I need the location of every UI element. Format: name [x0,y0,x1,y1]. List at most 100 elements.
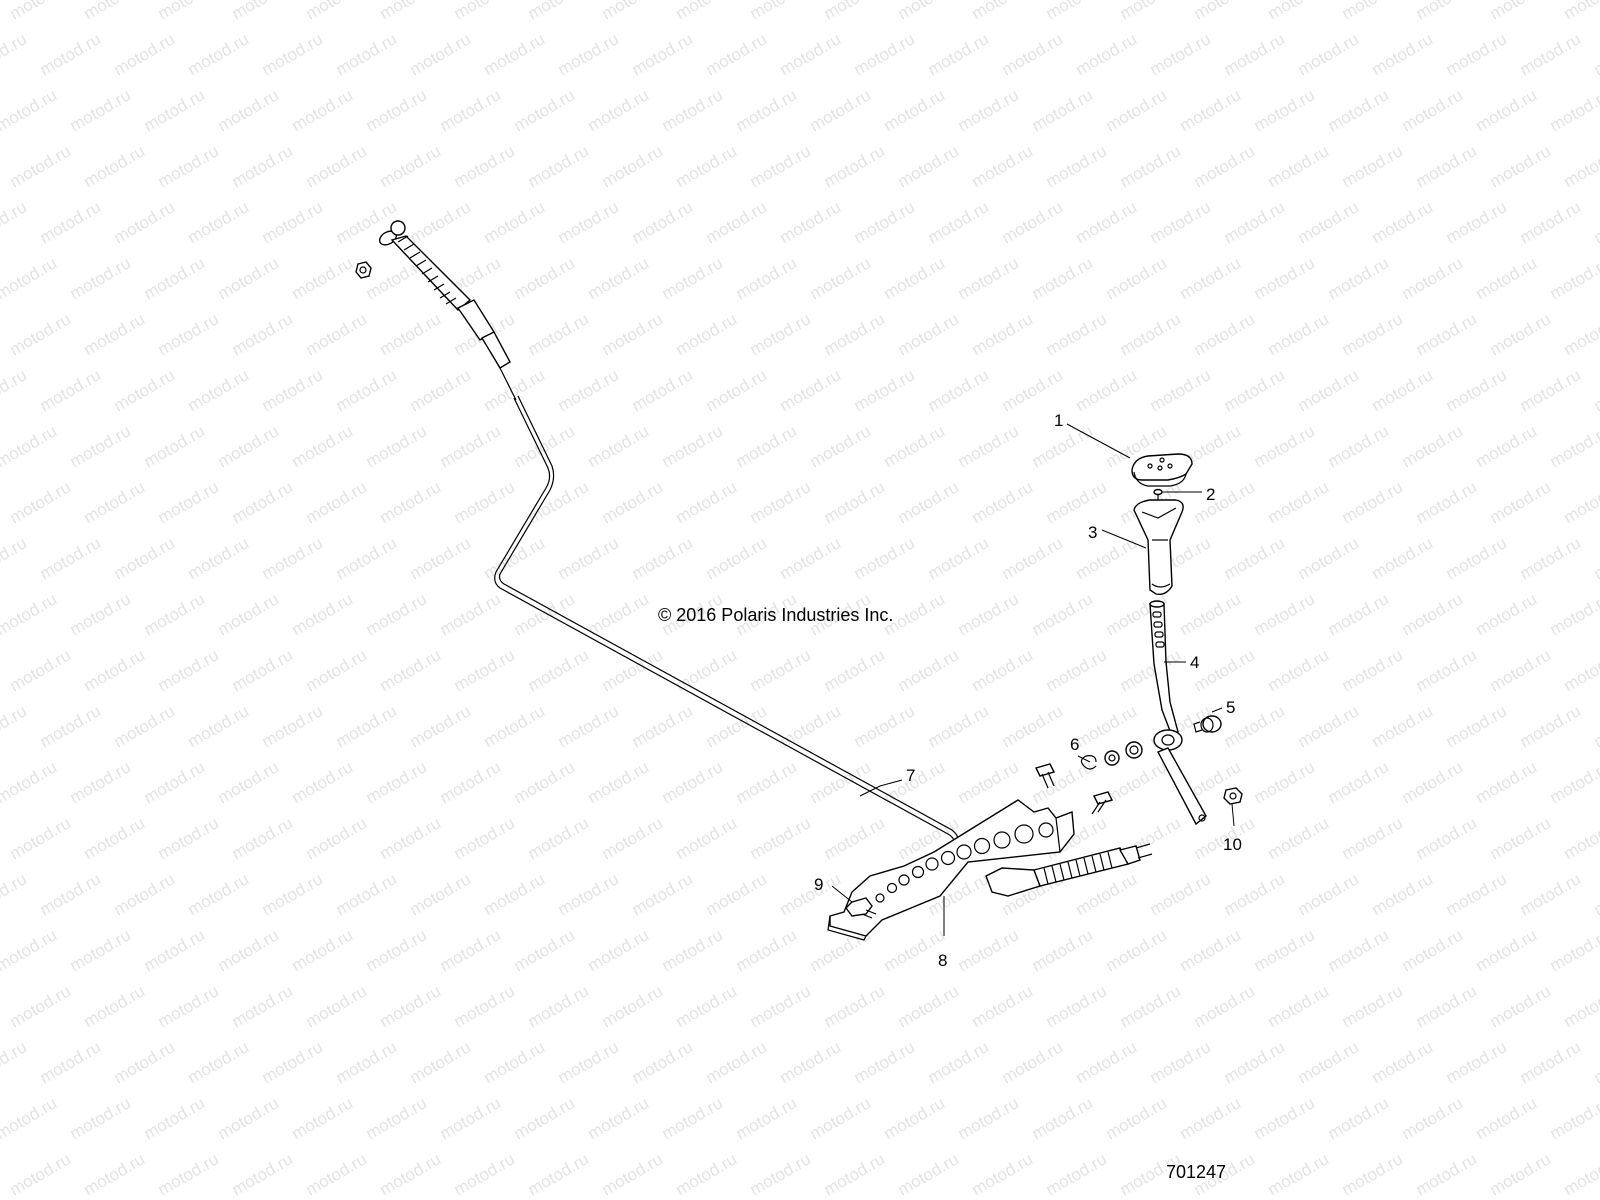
watermark-text: motod.ru [289,253,357,303]
watermark-text: motod.ru [259,29,327,79]
watermark-text: motod.ru [673,1149,741,1199]
watermark-text: motod.ru [289,757,357,807]
watermark-text: motod.ru [821,645,889,695]
upper-cable-tip [499,367,517,401]
watermark-text: motod.ru [1487,477,1555,527]
watermark-text: motod.ru [1487,0,1555,23]
watermark-text: motod.ru [1591,869,1600,919]
watermark-text: motod.ru [585,1093,653,1143]
watermark-text: motod.ru [155,309,223,359]
watermark-text: motod.ru [141,253,209,303]
watermark-text: motod.ru [1473,421,1541,471]
watermark-text: motod.ru [1413,477,1481,527]
watermark-text: motod.ru [437,925,505,975]
watermark-text: motod.ru [0,589,60,639]
watermark-text: motod.ru [155,0,223,23]
watermark-text: motod.ru [1251,253,1319,303]
watermark-text: motod.ru [1191,141,1259,191]
bracket-flange-edge [1055,817,1061,853]
watermark-text: motod.ru [229,645,297,695]
watermark-text: motod.ru [1591,533,1600,583]
watermark-text: motod.ru [703,533,771,583]
watermark-text: motod.ru [733,757,801,807]
callout-8: 8 [938,951,947,970]
watermark-text: motod.ru [481,701,549,751]
watermark-text: motod.ru [185,29,253,79]
watermark-text: motod.ru [1265,645,1333,695]
watermark-text: motod.ru [1547,589,1600,639]
watermark-text: motod.ru [1443,533,1511,583]
watermark-text: motod.ru [229,813,297,863]
watermark-text: motod.ru [777,533,845,583]
watermark-text: motod.ru [215,421,283,471]
watermark-text: motod.ru [7,309,75,359]
watermark-text: motod.ru [511,589,579,639]
watermark-text: motod.ru [0,29,30,79]
watermark-text: motod.ru [1295,533,1363,583]
watermark-text: motod.ru [37,869,105,919]
watermark-text: motod.ru [733,925,801,975]
watermark-text: motod.ru [1547,253,1600,303]
watermark-text: motod.ru [1147,869,1215,919]
watermark-text: motod.ru [437,1093,505,1143]
watermark-text: motod.ru [215,589,283,639]
watermark-text: motod.ru [1117,309,1185,359]
watermark-text: motod.ru [1073,869,1141,919]
watermark-text: motod.ru [925,533,993,583]
watermark-text: motod.ru [1547,85,1600,135]
watermark-text: motod.ru [1399,85,1467,135]
watermark-text: motod.ru [821,0,889,23]
watermark-text: motod.ru [1221,365,1289,415]
watermark-text: motod.ru [851,365,919,415]
watermark-text: motod.ru [1443,1037,1511,1087]
watermark-text: motod.ru [0,421,60,471]
watermark-text: motod.ru [555,1037,623,1087]
watermark-text: motod.ru [303,1149,371,1199]
watermark-text: motod.ru [999,197,1067,247]
watermark-text: motod.ru [1147,197,1215,247]
watermark-text: motod.ru [229,477,297,527]
watermark-text: motod.ru [511,925,579,975]
callout-2: 2 [1206,485,1215,504]
watermark-text: motod.ru [599,477,667,527]
watermark-text: motod.ru [659,253,727,303]
watermark-text: motod.ru [999,701,1067,751]
watermark-text: motod.ru [511,1093,579,1143]
screw-part-2 [1153,488,1163,504]
watermark-text: motod.ru [1073,1037,1141,1087]
watermark-text: motod.ru [111,701,179,751]
watermark-text: motod.ru [585,757,653,807]
watermark-text: motod.ru [1295,1037,1363,1087]
watermark-text: motod.ru [303,813,371,863]
watermark-text: motod.ru [67,253,135,303]
washer-clip-part-6 [1080,741,1143,770]
watermark-text: motod.ru [1043,981,1111,1031]
watermark-text: motod.ru [141,85,209,135]
watermark-text: motod.ru [1561,981,1600,1031]
watermark-text: motod.ru [111,533,179,583]
watermark-text: motod.ru [7,477,75,527]
watermark-text: motod.ru [1221,869,1289,919]
watermark-text: motod.ru [0,365,30,415]
watermark-text: motod.ru [1339,309,1407,359]
watermark-text: motod.ru [0,1037,30,1087]
watermark-text: motod.ru [807,757,875,807]
watermark-text: motod.ru [999,365,1067,415]
watermark-text: motod.ru [999,29,1067,79]
watermark-text: motod.ru [1517,1037,1585,1087]
bushing-part-5 [1193,715,1222,733]
watermark-text: motod.ru [1295,197,1363,247]
watermark-text: motod.ru [955,1093,1023,1143]
watermark-text: motod.ru [303,0,371,23]
watermark-text: motod.ru [1339,477,1407,527]
watermark-text: motod.ru [333,701,401,751]
watermark-text: motod.ru [0,253,60,303]
watermark-text: motod.ru [1517,365,1585,415]
watermark-text: motod.ru [969,309,1037,359]
watermark-text: motod.ru [363,589,431,639]
watermark-text: motod.ru [1325,589,1393,639]
cable-ball-stud [390,220,406,236]
watermark-text: motod.ru [81,309,149,359]
watermark-text: motod.ru [481,29,549,79]
watermark-text: motod.ru [215,1093,283,1143]
